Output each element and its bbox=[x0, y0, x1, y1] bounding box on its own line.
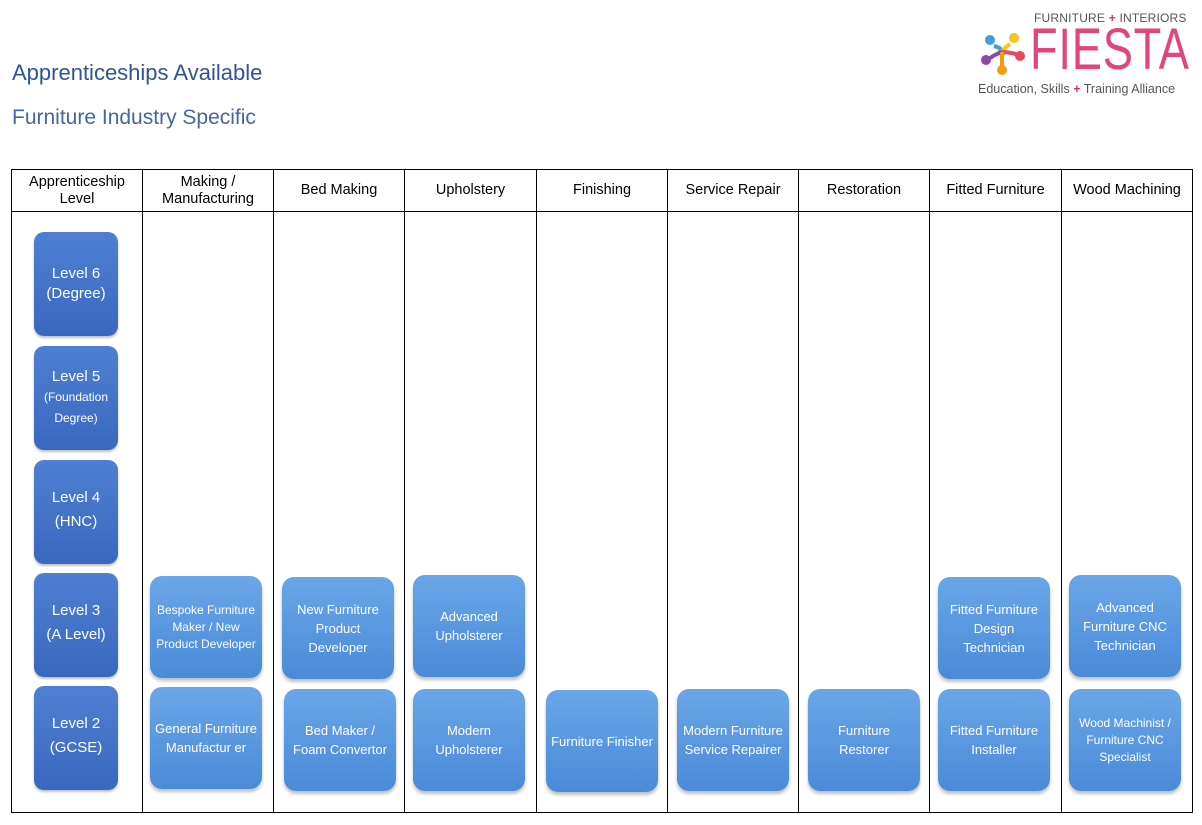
role-fitted-furniture-design-technician: Fitted Furniture Design Technician bbox=[938, 577, 1050, 679]
role-modern-upholsterer: Modern Upholsterer bbox=[413, 689, 525, 791]
logo-tagline-bottom: Education, Skills + Training Alliance bbox=[978, 82, 1175, 96]
column-divider bbox=[273, 170, 274, 812]
column-divider bbox=[536, 170, 537, 812]
header-service-repair: Service Repair bbox=[685, 182, 781, 198]
role-wood-machinist-cnc-specialist: Wood Machinist / Furniture CNC Specialis… bbox=[1069, 689, 1181, 791]
role-advanced-upholsterer: Advanced Upholsterer bbox=[413, 575, 525, 677]
level-qualification: (A Level) bbox=[46, 626, 106, 643]
role-fitted-furniture-installer: Fitted Furniture Installer bbox=[938, 689, 1050, 791]
logo-top-plus: + bbox=[1108, 11, 1116, 25]
column-divider bbox=[798, 170, 799, 812]
header-making-manufacturing: Making / Manufacturing bbox=[162, 173, 254, 207]
header-wood-machining: Wood Machining bbox=[1073, 182, 1181, 198]
header-restoration: Restoration bbox=[826, 182, 902, 198]
apprenticeship-table: Apprenticeship Level Making / Manufactur… bbox=[11, 169, 1193, 813]
logo-top-right: INTERIORS bbox=[1119, 11, 1187, 25]
role-bespoke-furniture-maker: Bespoke Furniture Maker / New Product De… bbox=[150, 576, 262, 678]
header-finishing: Finishing bbox=[572, 182, 632, 198]
column-divider bbox=[142, 170, 143, 812]
level-qualification: (Foundation Degree) bbox=[43, 390, 109, 425]
level-4-box: Level 4 (HNC) bbox=[34, 460, 118, 564]
role-furniture-finisher: Furniture Finisher bbox=[546, 690, 658, 792]
logo-wordmark: FIESTA bbox=[1030, 17, 1190, 82]
header-bed-making: Bed Making bbox=[300, 182, 378, 198]
level-2-box: Level 2 (GCSE) bbox=[34, 686, 118, 790]
level-qualification: (GCSE) bbox=[49, 739, 103, 756]
level-5-box: Level 5 (Foundation Degree) bbox=[34, 346, 118, 450]
role-modern-furniture-service-repairer: Modern Furniture Service Repairer bbox=[677, 689, 789, 791]
page-title: Apprenticeships Available bbox=[12, 60, 263, 85]
role-advanced-furniture-cnc-technician: Advanced Furniture CNC Technician bbox=[1069, 575, 1181, 677]
logo-bottom-right: Training Alliance bbox=[1083, 82, 1176, 96]
column-divider bbox=[404, 170, 405, 812]
level-label: Level 2 bbox=[51, 715, 101, 732]
header-fitted-furniture: Fitted Furniture bbox=[946, 182, 1045, 198]
header-apprenticeship-level: Apprenticeship Level bbox=[29, 173, 125, 207]
level-6-box: Level 6 (Degree) bbox=[34, 232, 118, 336]
logo-top-left: FURNITURE bbox=[1034, 11, 1106, 25]
role-new-furniture-product-developer: New Furniture Product Developer bbox=[282, 577, 394, 679]
role-furniture-restorer: Furniture Restorer bbox=[808, 689, 920, 791]
role-bed-maker-foam-convertor: Bed Maker / Foam Convertor bbox=[284, 689, 396, 791]
level-label: Level 5 bbox=[51, 368, 101, 385]
logo-tagline-top: FURNITURE + INTERIORS bbox=[1034, 11, 1187, 25]
page-subtitle: Furniture Industry Specific bbox=[12, 106, 256, 129]
header-divider bbox=[12, 211, 1192, 212]
column-divider bbox=[929, 170, 930, 812]
logo-bottom-left: Education, Skills bbox=[978, 82, 1070, 96]
level-3-box: Level 3 (A Level) bbox=[34, 573, 118, 677]
level-label: Level 4 bbox=[51, 489, 101, 506]
level-label: Level 6 bbox=[51, 265, 101, 282]
fiesta-logo: FURNITURE + INTERIORS FIESTA Education, … bbox=[974, 8, 1196, 104]
column-divider bbox=[667, 170, 668, 812]
people-cluster-icon bbox=[981, 33, 1025, 75]
logo-bottom-plus: + bbox=[1073, 82, 1081, 96]
level-qualification: (HNC) bbox=[54, 513, 98, 530]
level-qualification: (Degree) bbox=[46, 285, 106, 302]
header-upholstery: Upholstery bbox=[435, 182, 506, 198]
level-label: Level 3 bbox=[51, 602, 101, 619]
column-divider bbox=[1061, 170, 1062, 812]
role-general-furniture-manufacturer: General Furniture Manufactur er bbox=[150, 687, 262, 789]
